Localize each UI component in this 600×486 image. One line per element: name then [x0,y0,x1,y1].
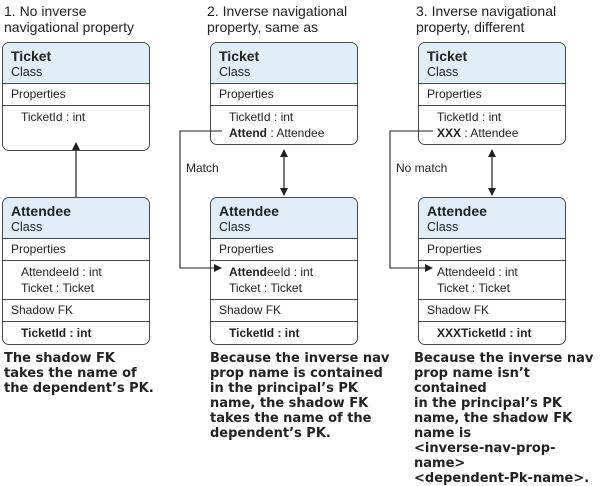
note-line: dependent’s PK. [210,426,331,441]
column2-title: 2. Inverse navigational property, same a… [207,3,347,35]
column2-title-line2: property, same as [207,19,319,35]
class-header: Attendee Class [3,198,149,239]
class-header: Attendee Class [419,198,565,239]
class-header: Ticket Class [211,43,357,84]
property-item: TicketId : int [21,110,86,124]
no-match-label: No match [396,161,448,175]
property-list: AttendeeId : int Ticket : Ticket [211,261,357,300]
pk-rest: eeId : int [267,265,314,279]
class-kind: Class [427,220,459,234]
property-item: Ticket : Ticket [437,281,510,295]
col1-attendee-class: Attendee Class Properties AttendeeId : i… [2,197,150,345]
class-kind: Class [219,220,251,234]
pk-matched-part: Attend [229,265,267,279]
class-kind: Class [11,220,43,234]
properties-section: Properties [3,84,149,106]
nav-property-name: Attend [229,126,267,140]
property-item: AttendeeId : int [437,265,518,279]
col3-no-match-connector [389,130,433,272]
pk-property-item: AttendeeId : int [229,264,349,280]
note-line: name, the shadow FK name is [414,411,573,441]
match-label: Match [186,161,219,175]
shadow-fk-value: TicketId : int [21,326,92,340]
note-line: takes the name of the [210,411,372,426]
properties-section: Properties [419,239,565,261]
column3-title-line1: 3. Inverse navigational [416,3,557,19]
column2-note: Because the inverse nav prop name is con… [210,351,389,441]
shadow-fk-value: TicketId : int [229,326,300,340]
class-name: Ticket [11,48,52,64]
column3-note: Because the inverse nav prop name isn’t … [414,351,600,486]
property-item: Ticket : Ticket [229,281,302,295]
property-item: AttendeeId : int [21,265,102,279]
column1-title-line1: 1. No inverse [4,3,87,19]
properties-section: Properties [211,84,357,106]
properties-section: Properties [211,239,357,261]
note-line: the dependent’s PK. [4,381,154,396]
column1-note: The shadow FK takes the name of the depe… [4,351,154,396]
col2-ticket-class: Ticket Class Properties TicketId : int A… [210,42,358,145]
note-line: Because the inverse nav [210,351,390,366]
column3-title-line2: property, different [416,19,525,35]
property-item: TicketId : int [229,110,294,124]
property-list: TicketId : int XXX : Attendee [419,106,565,144]
note-line: name, the shadow FK [210,396,369,411]
class-kind: Class [11,65,43,79]
property-list: TicketId : int Attend : Attendee [211,106,357,144]
column3-title: 3. Inverse navigational property, differ… [416,3,556,35]
class-header: Ticket Class [3,43,149,84]
property-list: AttendeeId : int Ticket : Ticket [419,261,565,300]
nav-property-type: : Attendee [267,126,325,140]
shadow-fk-section: Shadow FK [419,300,565,322]
note-line: Because the inverse nav [414,351,594,366]
note-line: prop name is contained [210,366,383,381]
class-name: Attendee [219,203,279,219]
property-list: TicketId : int [3,106,149,150]
note-line: <dependent-Pk-name>. [414,471,590,486]
nav-property-item: XXX : Attendee [437,125,557,141]
property-list: AttendeeId : int Ticket : Ticket [3,261,149,300]
class-kind: Class [219,65,251,79]
col2-match-connector [179,130,222,272]
property-item: Ticket : Ticket [21,281,94,295]
class-name: Ticket [427,48,468,64]
class-header: Attendee Class [211,198,357,239]
class-name: Attendee [427,203,487,219]
note-line: in the principal’s PK [210,381,358,396]
col3-attendee-class: Attendee Class Properties AttendeeId : i… [418,197,566,345]
class-name: Attendee [11,203,71,219]
nav-property-item: Attend : Attendee [229,125,349,141]
note-line: <inverse-nav-prop-name> [414,441,556,471]
class-name: Ticket [219,48,260,64]
note-line: takes the name of [4,366,137,381]
properties-section: Properties [3,239,149,261]
note-line: in the principal’s PK [414,396,562,411]
note-line: The shadow FK [4,351,115,366]
property-item: TicketId : int [437,110,502,124]
shadow-fk-value: XXXTicketId : int [437,326,532,340]
col2-attendee-class: Attendee Class Properties AttendeeId : i… [210,197,358,345]
col3-ticket-class: Ticket Class Properties TicketId : int X… [418,42,566,145]
note-line: prop name isn’t contained [414,366,530,396]
shadow-fk-section: Shadow FK [211,300,357,322]
column2-title-line1: 2. Inverse navigational [207,3,348,19]
nav-property-type: : Attendee [461,126,519,140]
properties-section: Properties [419,84,565,106]
column1-title-line2: navigational property [4,19,134,35]
class-kind: Class [427,65,459,79]
nav-property-name: XXX [437,126,462,140]
class-header: Ticket Class [419,43,565,84]
shadow-fk-section: Shadow FK [3,300,149,322]
column1-title: 1. No inverse navigational property [4,3,134,35]
connector-layer [72,130,496,272]
